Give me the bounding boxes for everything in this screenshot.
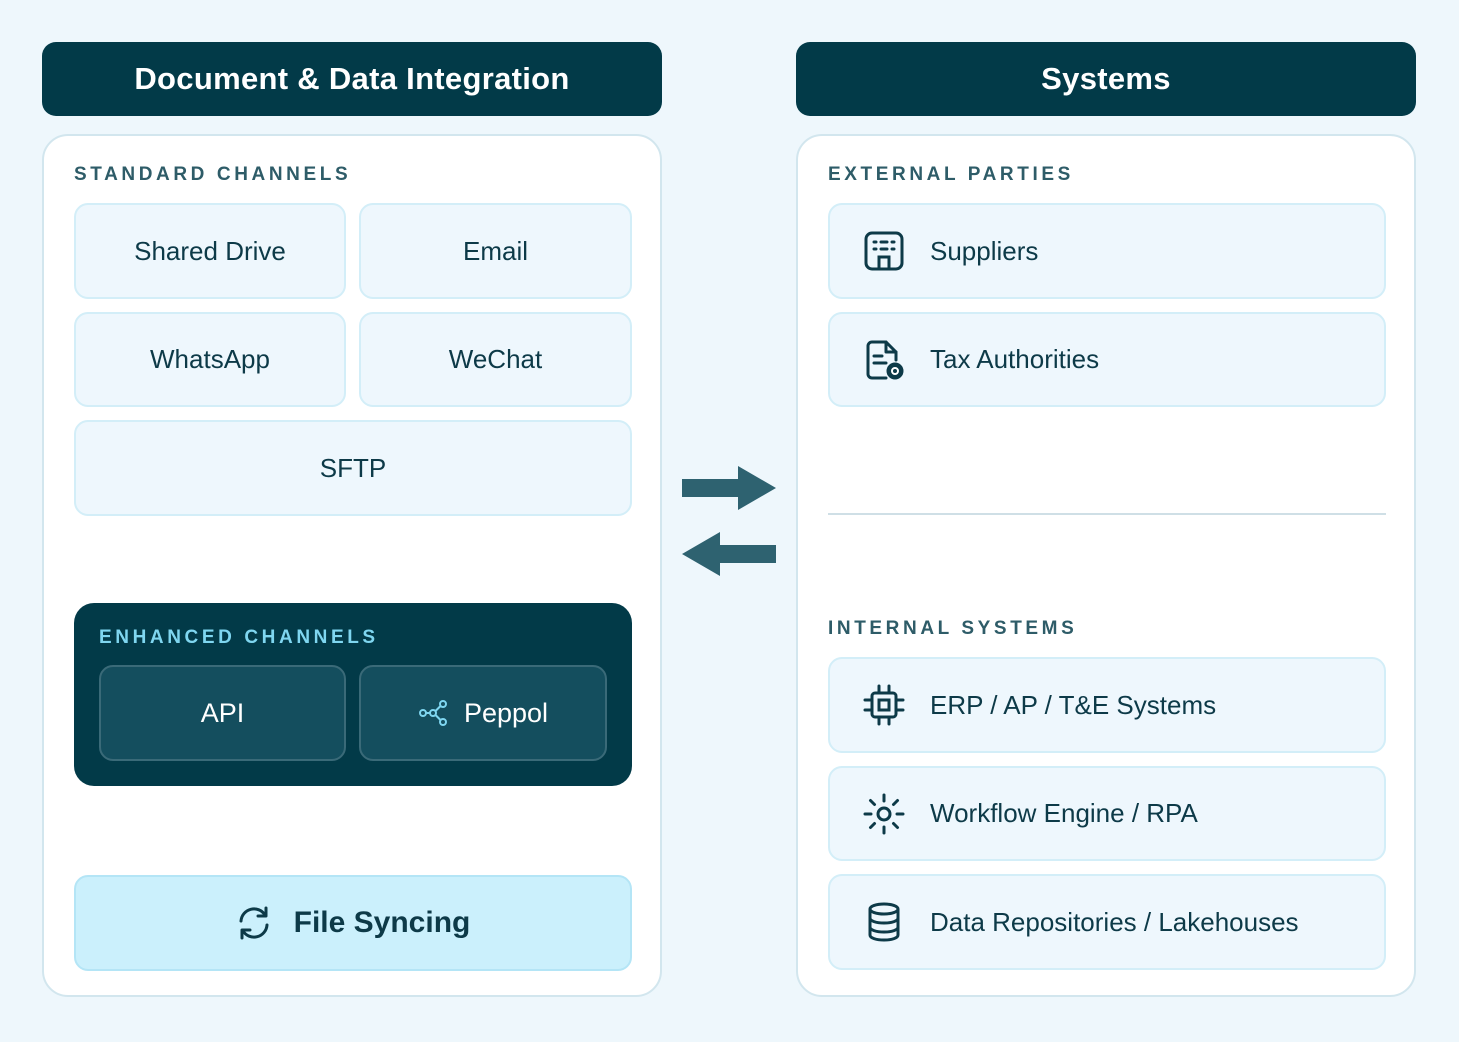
document-integration-panel: STANDARD CHANNELS Shared Drive Email Wha…	[42, 134, 662, 997]
system-label: Suppliers	[930, 235, 1039, 266]
file-syncing-bar[interactable]: File Syncing	[74, 875, 632, 971]
sun-gear-icon	[862, 792, 906, 836]
right-panel-title: Systems	[796, 42, 1416, 116]
channel-shared-drive[interactable]: Shared Drive	[74, 203, 346, 299]
building-icon	[862, 229, 906, 273]
channel-label: WeChat	[448, 344, 543, 374]
channel-label: SFTP	[319, 452, 387, 483]
channel-label: API	[200, 697, 245, 728]
arrow-left-icon	[682, 532, 776, 576]
chip-icon	[862, 683, 906, 727]
system-label: Tax Authorities	[930, 344, 1100, 374]
file-syncing-label: File Syncing	[293, 906, 471, 939]
share-nodes-icon	[418, 700, 448, 726]
arrow-right-icon	[682, 466, 776, 510]
system-label: Workflow Engine / RPA	[930, 798, 1198, 828]
enhanced-channels-box: ENHANCED CHANNELS API Peppol	[74, 603, 632, 786]
system-erp[interactable]: ERP / AP / T&E Systems	[828, 657, 1386, 753]
channel-label: WhatsApp	[150, 344, 270, 374]
channel-email[interactable]: Email	[359, 203, 632, 299]
left-panel-title: Document & Data Integration	[42, 42, 662, 116]
left-title-text: Document & Data Integration	[134, 61, 570, 96]
channel-whatsapp[interactable]: WhatsApp	[74, 312, 346, 407]
sync-icon	[236, 905, 272, 941]
enhanced-channels-label: ENHANCED CHANNELS	[99, 627, 379, 648]
system-label: Data Repositories / Lakehouses	[930, 906, 1299, 937]
system-workflow-engine[interactable]: Workflow Engine / RPA	[828, 766, 1386, 861]
internal-systems-label: INTERNAL SYSTEMS	[828, 618, 1078, 639]
channel-label: Peppol	[463, 697, 549, 728]
external-parties-label: EXTERNAL PARTIES	[828, 164, 1074, 185]
channel-api[interactable]: API	[99, 665, 346, 761]
right-title-text: Systems	[1041, 61, 1171, 96]
channel-wechat[interactable]: WeChat	[359, 312, 632, 407]
channel-label: Email	[462, 235, 528, 266]
system-suppliers[interactable]: Suppliers	[828, 203, 1386, 299]
system-tax-authorities[interactable]: Tax Authorities	[828, 312, 1386, 407]
channel-peppol[interactable]: Peppol	[359, 665, 607, 761]
channel-label: Shared Drive	[134, 235, 286, 266]
section-divider	[828, 513, 1386, 515]
standard-channels-label: STANDARD CHANNELS	[74, 164, 352, 185]
channel-sftp[interactable]: SFTP	[74, 420, 632, 516]
systems-panel: EXTERNAL PARTIES Suppliers Tax Authoriti…	[796, 134, 1416, 997]
document-badge-icon	[862, 338, 906, 382]
database-icon	[862, 900, 906, 944]
system-label: ERP / AP / T&E Systems	[930, 689, 1217, 720]
system-data-repositories[interactable]: Data Repositories / Lakehouses	[828, 874, 1386, 970]
